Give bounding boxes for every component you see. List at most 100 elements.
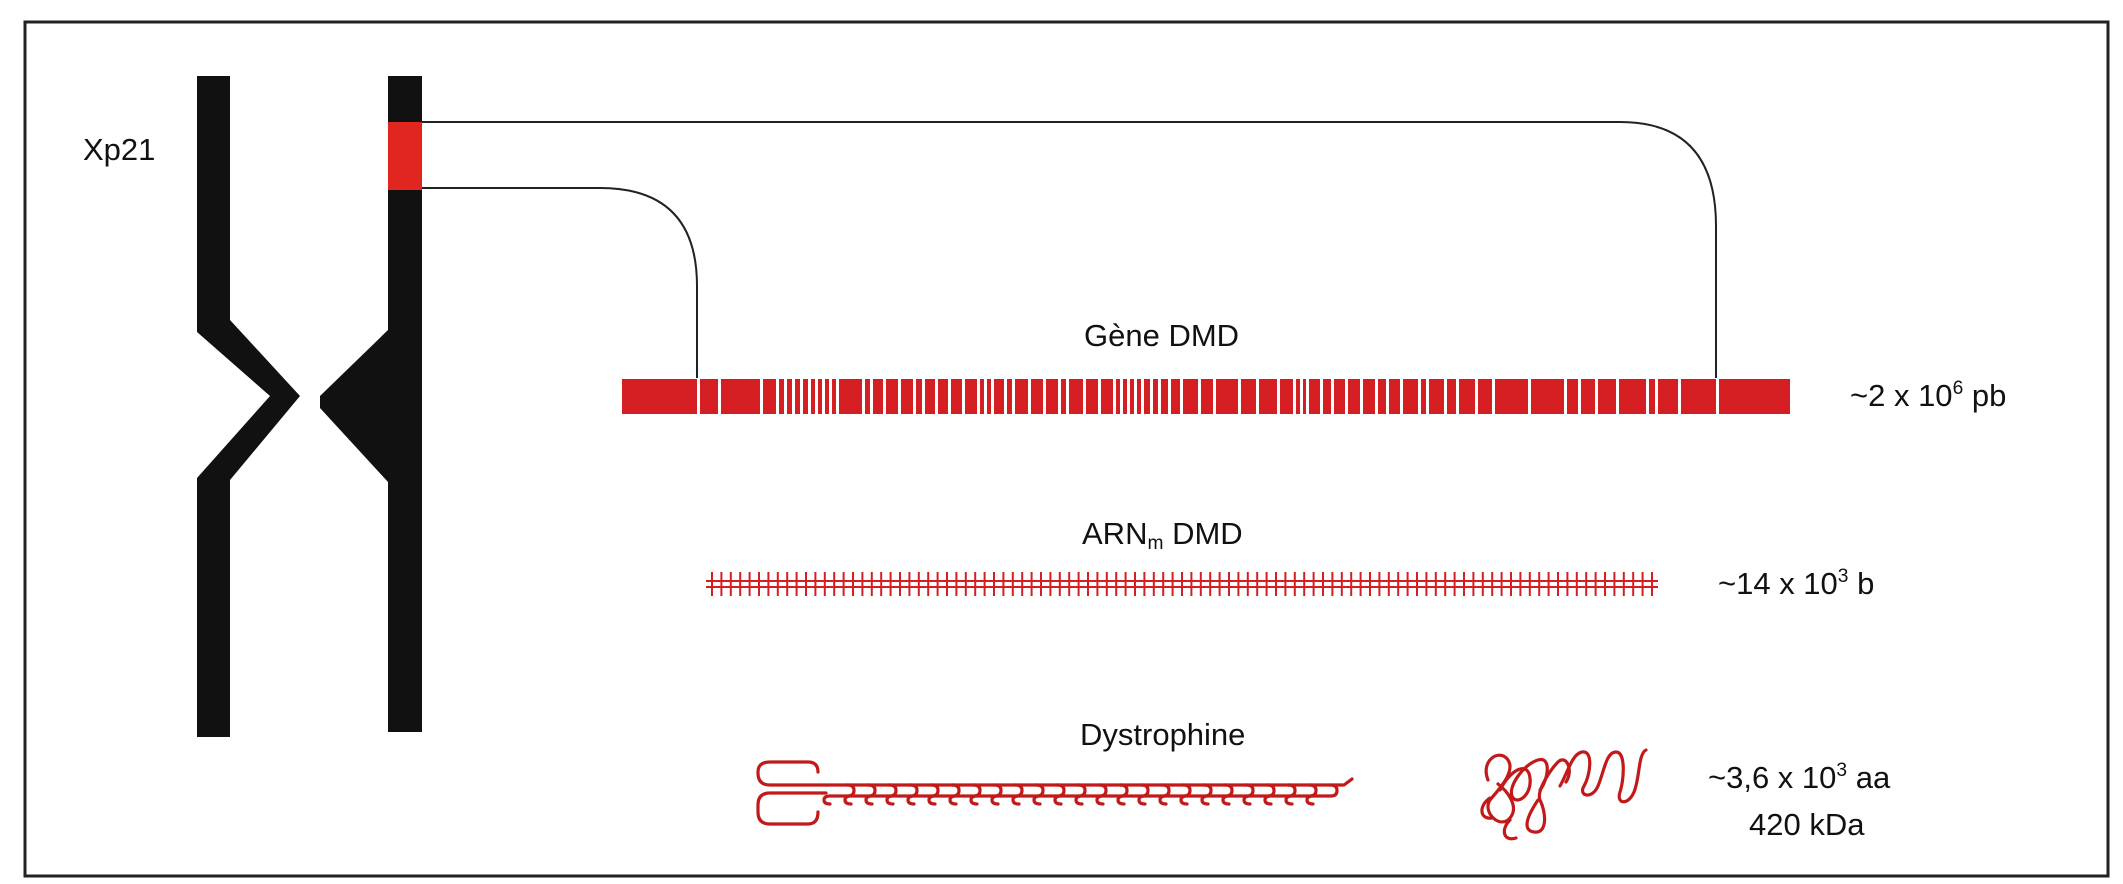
intron-gap: [1331, 378, 1334, 415]
intron-gap: [1058, 378, 1061, 415]
n-terminal-loop-top: [756, 760, 820, 787]
intron-gap: [1256, 378, 1259, 415]
intron-gap: [836, 378, 839, 415]
intron-gap: [1043, 378, 1046, 415]
intron-gap: [1150, 378, 1153, 415]
intron-gap: [1238, 378, 1241, 415]
mrna-size: ~14 x 103 b: [1718, 566, 1875, 601]
gene-exon-bar: [622, 378, 1790, 415]
intron-gap: [1198, 378, 1201, 415]
zoom-line-top: [422, 121, 1717, 378]
protein-mass: 420 kDa: [1749, 807, 1865, 842]
intron-gap: [1492, 378, 1495, 415]
intron-gap: [1345, 378, 1348, 415]
intron-gap: [922, 378, 925, 415]
intron-gap: [1655, 378, 1658, 415]
intron-gap: [1134, 378, 1137, 415]
intron-gap: [829, 378, 832, 415]
intron-gap: [1004, 378, 1007, 415]
gene-body: [622, 379, 1790, 414]
intron-gap: [1158, 378, 1161, 415]
intron-gap: [935, 378, 938, 415]
intron-gap: [862, 378, 865, 415]
intron-gap: [1127, 378, 1130, 415]
intron-gap: [1616, 378, 1619, 415]
c-terminal-coil-5: [1480, 796, 1518, 841]
intron-gap: [1678, 378, 1681, 415]
intron-gap: [760, 378, 763, 415]
intron-gap: [991, 378, 994, 415]
intron-gap: [1456, 378, 1459, 415]
n-terminal-loop-bottom: [756, 791, 820, 826]
intron-gap: [1360, 378, 1363, 415]
chromatid-right: [320, 76, 422, 732]
zoom-line-bottom: [422, 187, 698, 378]
gene-size: ~2 x 106 pb: [1850, 378, 2007, 413]
intron-gap: [1300, 378, 1303, 415]
intron-gap: [1595, 378, 1598, 415]
intron-gap: [1141, 378, 1144, 415]
gene-title: Gène DMD: [1084, 318, 1240, 353]
intron-gap: [800, 378, 803, 415]
mrna-strand: [706, 572, 1658, 596]
intron-gap: [1320, 378, 1323, 415]
intron-gap: [784, 378, 787, 415]
chromosome-label: Xp21: [83, 132, 156, 167]
intron-gap: [913, 378, 916, 415]
intron-gap: [1528, 378, 1531, 415]
intron-gap: [1716, 378, 1719, 415]
protein-title: Dystrophine: [1080, 717, 1246, 752]
intron-gap: [883, 378, 886, 415]
intron-gap: [1306, 378, 1309, 415]
protein-size: ~3,6 x 103 aa: [1708, 760, 1891, 795]
intron-gap: [1578, 378, 1581, 415]
intron-gap: [1418, 378, 1421, 415]
intron-gap: [962, 378, 965, 415]
spectrin-repeat: [1305, 783, 1339, 806]
intron-gap: [977, 378, 980, 415]
intron-gap: [1475, 378, 1478, 415]
intron-gap: [1426, 378, 1429, 415]
intron-gap: [822, 378, 825, 415]
intron-gap: [1120, 378, 1123, 415]
intron-gap: [815, 378, 818, 415]
intron-gap: [1444, 378, 1447, 415]
intron-gap: [1400, 378, 1403, 415]
intron-gap: [1028, 378, 1031, 415]
c-terminal-coil-4: [1558, 748, 1648, 804]
intron-gap: [1083, 378, 1086, 415]
intron-gap: [1386, 378, 1389, 415]
xp21-band: [388, 122, 422, 190]
c-terminal-coil-2: [1498, 758, 1549, 802]
dystrophin-protein: [756, 748, 1648, 841]
intron-gap: [1293, 378, 1296, 415]
intron-gap: [1646, 378, 1649, 415]
intron-gap: [718, 378, 721, 415]
intron-gap: [776, 378, 779, 415]
c-terminal-coil-3: [1525, 758, 1571, 834]
intron-gap: [1168, 378, 1171, 415]
intron-gap: [898, 378, 901, 415]
intron-gap: [697, 378, 700, 415]
intron-gap: [1375, 378, 1378, 415]
intron-gap: [1180, 378, 1183, 415]
intron-gap: [1213, 378, 1216, 415]
mrna-title: ARNm DMD: [1082, 516, 1243, 555]
intron-gap: [1564, 378, 1567, 415]
n-terminal-stem: [814, 783, 828, 795]
intron-gap: [792, 378, 795, 415]
intron-gap: [984, 378, 987, 415]
chromatid-left: [197, 76, 300, 737]
intron-gap: [948, 378, 951, 415]
intron-gap: [808, 378, 811, 415]
intron-gap: [1066, 378, 1069, 415]
intron-gap: [1113, 378, 1116, 415]
figure-frame: [23, 20, 2110, 878]
repeat-tail: [1328, 777, 1354, 787]
c-terminal-coil-1: [1484, 753, 1516, 824]
intron-gap: [1012, 378, 1015, 415]
intron-gap: [1277, 378, 1280, 415]
intron-gap: [1098, 378, 1101, 415]
